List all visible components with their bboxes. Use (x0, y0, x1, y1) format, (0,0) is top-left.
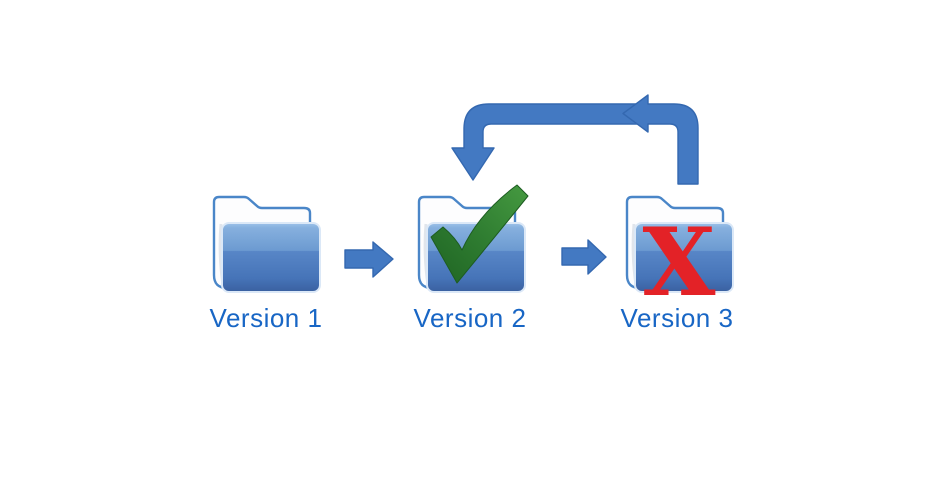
revert-arrow-right-segment (622, 94, 699, 185)
version-3-label: Version 3 (621, 303, 734, 333)
arrow-right-icon-1 (344, 241, 394, 278)
folder-icon-version-1 (212, 195, 322, 294)
check-icon (430, 184, 529, 284)
revert-arrow-left-segment (451, 103, 641, 181)
version-1-label: Version 1 (210, 303, 323, 333)
x-icon: X (643, 208, 716, 318)
version-2-label: Version 2 (414, 303, 527, 333)
revert-arrow-icon (451, 94, 699, 185)
arrow-right-icon-2 (561, 239, 607, 275)
